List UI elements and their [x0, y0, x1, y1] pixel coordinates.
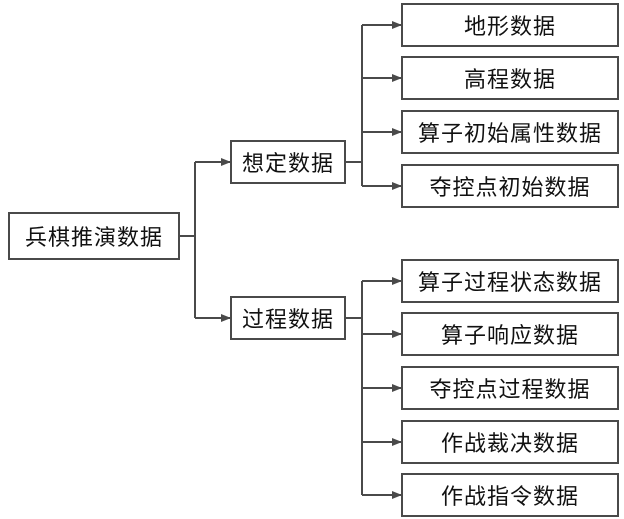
root-node-box: 兵棋推演数据 — [8, 212, 180, 260]
leaf-node-label: 夺控点过程数据 — [429, 378, 591, 403]
leaf-node-combat-command-data: 作战指令数据 — [401, 473, 619, 517]
leaf-node-combat-ruling-data: 作战裁决数据 — [401, 420, 619, 464]
leaf-node-elevation-data: 高程数据 — [401, 56, 619, 100]
leaf-node-operator-response-data: 算子响应数据 — [401, 312, 619, 356]
leaf-node-label: 地形数据 — [463, 15, 556, 40]
branch-node-scenario-data: 想定数据 — [230, 140, 346, 184]
leaf-node-label: 算子过程状态数据 — [417, 271, 602, 296]
leaf-node-operator-initial-attribute-data: 算子初始属性数据 — [401, 110, 619, 154]
leaf-node-terrain-data: 地形数据 — [401, 3, 619, 47]
root-node-label: 兵棋推演数据 — [24, 226, 163, 251]
leaf-node-label: 算子初始属性数据 — [417, 122, 602, 147]
branch-node-label: 过程数据 — [241, 308, 334, 333]
leaf-node-operator-process-state-data: 算子过程状态数据 — [401, 259, 619, 303]
leaf-node-label: 夺控点初始数据 — [429, 176, 591, 201]
leaf-node-label: 作战裁决数据 — [440, 432, 579, 457]
branch-node-process-data: 过程数据 — [230, 296, 346, 340]
leaf-node-label: 算子响应数据 — [440, 324, 579, 349]
leaf-node-label: 作战指令数据 — [440, 485, 579, 510]
leaf-node-control-point-process-data: 夺控点过程数据 — [401, 366, 619, 410]
leaf-node-control-point-initial-data: 夺控点初始数据 — [401, 164, 619, 208]
leaf-node-label: 高程数据 — [463, 68, 556, 93]
branch-node-label: 想定数据 — [241, 152, 334, 177]
